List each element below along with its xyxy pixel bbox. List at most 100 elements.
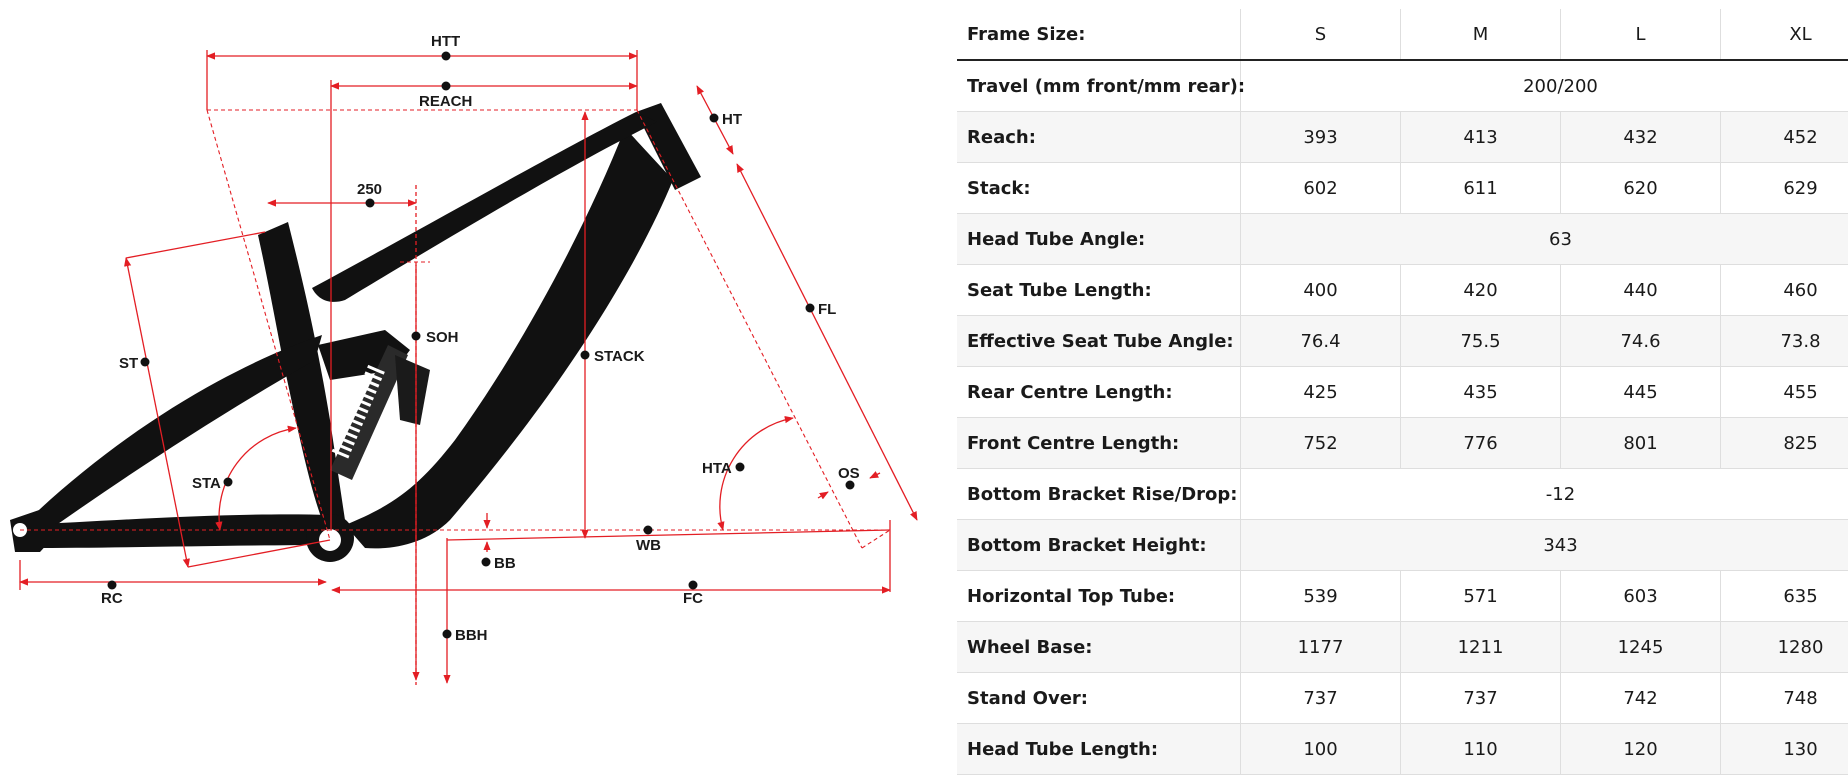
- label-bbh: BBH: [455, 627, 488, 644]
- construction-lines: [20, 109, 891, 549]
- value-cell: 620: [1560, 162, 1721, 214]
- row-label: Front Centre Length:: [957, 417, 1241, 469]
- label-250: 250: [357, 181, 382, 198]
- value-cell: 737: [1240, 672, 1401, 724]
- label-rc: RC: [101, 590, 123, 607]
- value-cell: 737: [1400, 672, 1561, 724]
- value-cell: 1245: [1560, 621, 1721, 673]
- label-soh: SOH: [426, 329, 459, 346]
- row-label: Effective Seat Tube Angle:: [957, 315, 1241, 367]
- value-cell: 629: [1720, 162, 1848, 214]
- value-cell: 571: [1400, 570, 1561, 622]
- row-label: Horizontal Top Tube:: [957, 570, 1241, 622]
- value-cell: 120: [1560, 723, 1721, 775]
- row-label: Head Tube Length:: [957, 723, 1241, 775]
- label-st: ST: [119, 355, 138, 372]
- value-cell: 130: [1720, 723, 1848, 775]
- value-cell: 611: [1400, 162, 1561, 214]
- value-cell: 76.4: [1240, 315, 1401, 367]
- value-cell: 73.8: [1720, 315, 1848, 367]
- value-cell: 420: [1400, 264, 1561, 316]
- table-row: Bottom Bracket Rise/Drop:-12: [957, 468, 1848, 520]
- label-fl: FL: [818, 301, 836, 318]
- value-cell: 425: [1240, 366, 1401, 418]
- value-cell: 413: [1400, 111, 1561, 163]
- value-cell: 393: [1240, 111, 1401, 163]
- value-cell: 435: [1400, 366, 1561, 418]
- value-cell: 63: [1240, 213, 1848, 265]
- value-cell: -12: [1240, 468, 1848, 520]
- label-bb: BB: [494, 555, 516, 572]
- value-cell: 1280: [1720, 621, 1848, 673]
- value-cell: 455: [1720, 366, 1848, 418]
- size-header-cell: XL: [1720, 9, 1848, 61]
- label-fc: FC: [683, 590, 703, 607]
- value-cell: 602: [1240, 162, 1401, 214]
- size-header-cell: M: [1400, 9, 1561, 61]
- size-header-cell: S: [1240, 9, 1401, 61]
- row-label: Frame Size:: [957, 9, 1241, 61]
- bike-frame: [10, 103, 701, 562]
- label-htt: HTT: [431, 33, 460, 50]
- row-label: Head Tube Angle:: [957, 213, 1241, 265]
- label-stack: STACK: [594, 348, 645, 365]
- row-label: Bottom Bracket Height:: [957, 519, 1241, 571]
- row-label: Travel (mm front/mm rear):: [957, 60, 1245, 112]
- table-row: Head Tube Angle:63: [957, 213, 1848, 265]
- value-cell: 400: [1240, 264, 1401, 316]
- value-cell: 742: [1560, 672, 1721, 724]
- label-wb: WB: [636, 537, 661, 554]
- value-cell: 603: [1560, 570, 1721, 622]
- value-cell: 445: [1560, 366, 1721, 418]
- value-cell: 74.6: [1560, 315, 1721, 367]
- label-os: OS: [838, 465, 860, 482]
- row-label: Seat Tube Length:: [957, 264, 1241, 316]
- value-cell: 748: [1720, 672, 1848, 724]
- value-cell: 452: [1720, 111, 1848, 163]
- shock-absorber: [330, 345, 430, 480]
- value-cell: 801: [1560, 417, 1721, 469]
- value-cell: 200/200: [1240, 60, 1848, 112]
- table-row: Bottom Bracket Height:343: [957, 519, 1848, 571]
- value-cell: 343: [1240, 519, 1848, 571]
- row-label: Stand Over:: [957, 672, 1241, 724]
- row-label: Stack:: [957, 162, 1241, 214]
- dimension-lines: [19, 50, 918, 685]
- table-row: Travel (mm front/mm rear):200/200: [957, 60, 1848, 112]
- value-cell: 752: [1240, 417, 1401, 469]
- value-cell: 440: [1560, 264, 1721, 316]
- row-label: Bottom Bracket Rise/Drop:: [957, 468, 1241, 520]
- value-cell: 539: [1240, 570, 1401, 622]
- label-ht: HT: [722, 111, 742, 128]
- label-hta: HTA: [702, 460, 732, 477]
- value-cell: 776: [1400, 417, 1561, 469]
- geometry-diagram: HTT REACH HT 250 FL SOH STACK ST STA HTA…: [10, 33, 918, 685]
- value-cell: 825: [1720, 417, 1848, 469]
- value-cell: 100: [1240, 723, 1401, 775]
- value-cell: 1211: [1400, 621, 1561, 673]
- value-cell: 110: [1400, 723, 1561, 775]
- size-header-cell: L: [1560, 9, 1721, 61]
- label-dots: [107, 51, 855, 639]
- label-sta: STA: [192, 475, 221, 492]
- value-cell: 460: [1720, 264, 1848, 316]
- value-cell: 635: [1720, 570, 1848, 622]
- row-label: Rear Centre Length:: [957, 366, 1241, 418]
- value-cell: 75.5: [1400, 315, 1561, 367]
- value-cell: 1177: [1240, 621, 1401, 673]
- row-label: Reach:: [957, 111, 1241, 163]
- value-cell: 432: [1560, 111, 1721, 163]
- label-reach: REACH: [419, 93, 472, 110]
